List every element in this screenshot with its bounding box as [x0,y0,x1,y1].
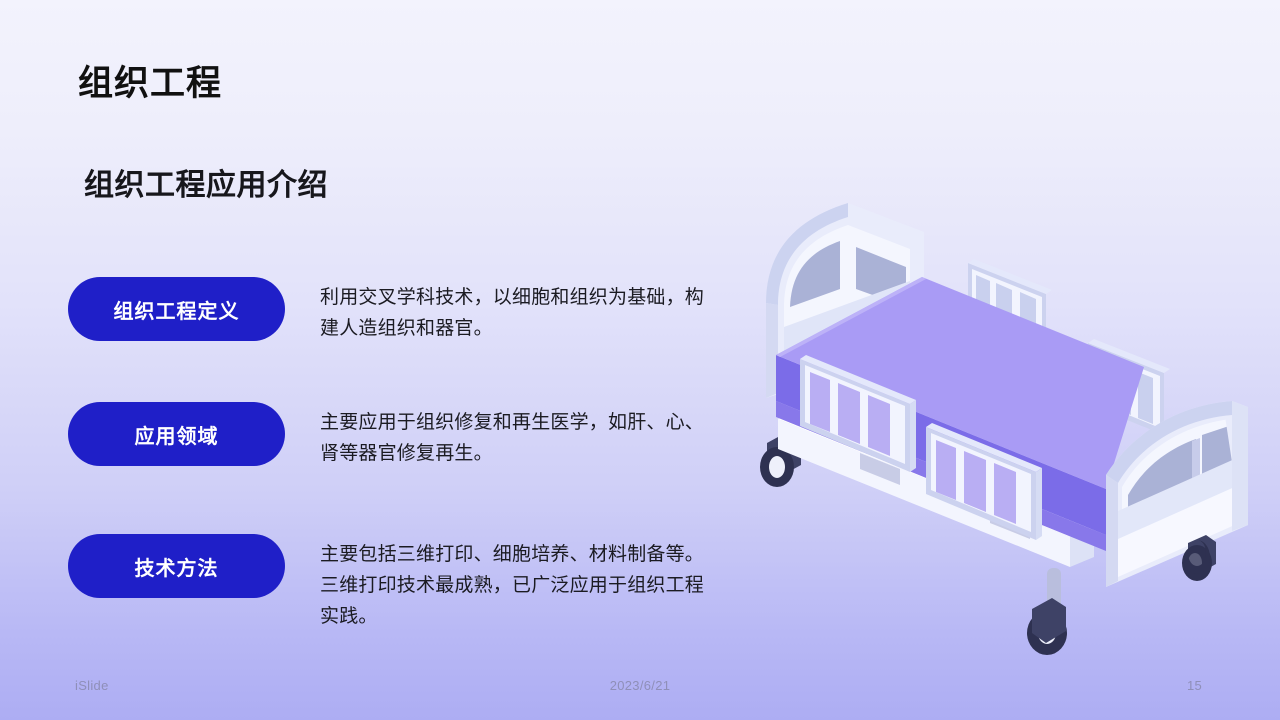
page-title: 组织工程 [78,64,223,103]
item-description-1: 利用交叉学科技术，以细胞和组织为基础，构建人造组织和器官。 [320,287,705,339]
footer-brand: iSlide [75,678,109,693]
hospital-bed-illustration [740,195,1280,660]
caster-wheel-front-left [1027,598,1067,655]
item-description-3: 主要包括三维打印、细胞培养、材料制备等。三维打印技术最成熟，已广泛应用于组织工程… [320,544,705,627]
bed-siderail-near-1 [800,355,916,472]
bed-footboard [1106,401,1248,587]
section-subtitle: 组织工程应用介绍 [84,169,328,202]
content-list: 组织工程定义 利用交叉学科技术，以细胞和组织为基础，构建人造组织和器官。 应用领… [68,277,748,632]
list-item: 技术方法 主要包括三维打印、细胞培养、材料制备等。三维打印技术最成熟，已广泛应用… [68,534,748,632]
footer-page-number: 15 [1186,678,1202,693]
bed-siderail-near-2 [926,423,1042,540]
item-description-2: 主要应用于组织修复和再生医学，如肝、心、肾等器官修复再生。 [320,412,705,464]
item-label-pill-2[interactable]: 应用领域 [68,402,285,466]
list-item: 组织工程定义 利用交叉学科技术，以细胞和组织为基础，构建人造组织和器官。 [68,277,748,345]
item-label-pill-1[interactable]: 组织工程定义 [68,277,285,341]
list-item: 应用领域 主要应用于组织修复和再生医学，如肝、心、肾等器官修复再生。 [68,402,748,470]
caster-wheel-front-right [1182,535,1216,581]
item-label-pill-3[interactable]: 技术方法 [68,534,285,598]
footer-date: 2023/6/21 [609,678,671,693]
